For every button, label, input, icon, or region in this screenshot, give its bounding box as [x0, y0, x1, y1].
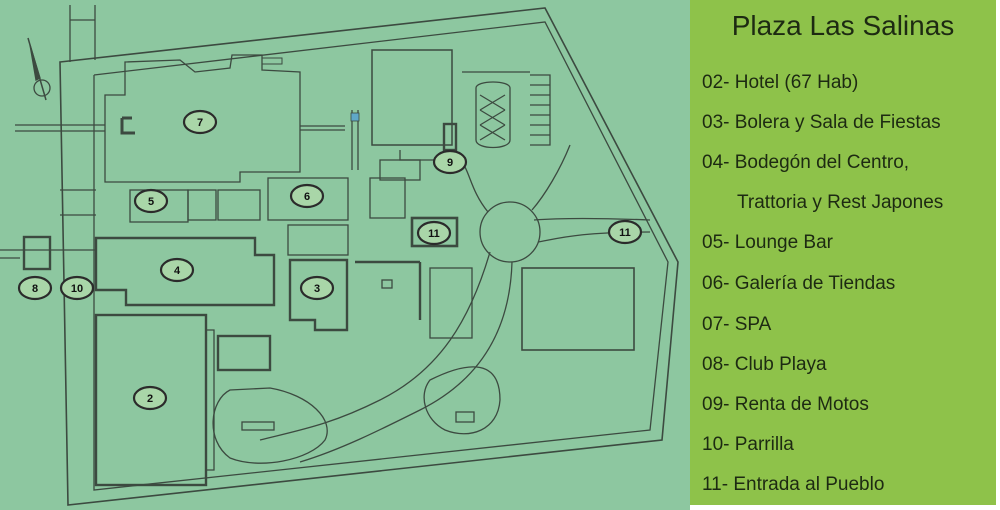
marker-6-label: 6	[304, 191, 310, 203]
marker-11-entrance-label: 11	[428, 228, 440, 240]
marker-11-road[interactable]: 11	[607, 219, 643, 245]
marker-7-label: 7	[197, 117, 203, 129]
legend-item-motos: 09- Renta de Motos	[702, 394, 869, 415]
building-bodegon	[94, 236, 276, 307]
marker-8[interactable]: 8	[17, 275, 53, 301]
legend-item-club-playa: 08- Club Playa	[702, 354, 827, 375]
property-boundary	[59, 7, 679, 506]
marker-7[interactable]: 7	[182, 109, 218, 135]
north-arrow-icon	[27, 37, 51, 101]
marker-5[interactable]: 5	[133, 188, 169, 214]
marker-9[interactable]: 9	[432, 149, 468, 175]
marker-6[interactable]: 6	[289, 183, 325, 209]
marker-4-label: 4	[174, 265, 181, 277]
building-bolera	[288, 258, 349, 332]
marker-3-label: 3	[314, 283, 320, 295]
legend-item-galeria: 06- Galería de Tiendas	[702, 273, 896, 294]
marker-3[interactable]: 3	[299, 275, 335, 301]
legend-item-spa: 07- SPA	[702, 314, 772, 335]
marker-8-label: 8	[32, 283, 38, 295]
legend-item-bodegon: 04- Bodegón del Centro,	[702, 152, 910, 173]
legend-item-hotel: 02- Hotel (67 Hab)	[702, 72, 859, 93]
legend-title: Plaza Las Salinas	[731, 10, 955, 41]
legend-item-bodegon-cont: Trattoria y Rest Japones	[737, 192, 944, 213]
legend-item-parrilla: 10- Parrilla	[702, 434, 794, 455]
text-sign	[261, 57, 283, 65]
legend-item-lounge: 05- Lounge Bar	[702, 232, 833, 253]
marker-2-label: 2	[147, 393, 153, 405]
building-small-a	[216, 334, 272, 372]
legend-item-bolera: 03- Bolera y Sala de Fiestas	[702, 112, 941, 133]
building-spa	[104, 54, 301, 183]
building-hotel	[94, 313, 208, 487]
site-plan-map: 7 5 6 9 11 11 4 3	[0, 0, 690, 510]
marker-11-road-label: 11	[619, 227, 631, 239]
building-entrance	[410, 216, 459, 248]
marker-10-label: 10	[71, 283, 83, 295]
marker-11-entrance[interactable]: 11	[416, 220, 452, 246]
legend-item-entrada: 11- Entrada al Pueblo	[702, 474, 885, 495]
legend-panel: Plaza Las Salinas 02- Hotel (67 Hab) 03-…	[690, 0, 996, 505]
building-north	[371, 49, 453, 146]
marker-5-label: 5	[148, 196, 154, 208]
marker-4[interactable]: 4	[159, 257, 195, 283]
marker-2[interactable]: 2	[132, 385, 168, 411]
building-club-playa	[22, 235, 52, 271]
marker-10[interactable]: 10	[59, 275, 95, 301]
marker-9-label: 9	[447, 157, 453, 169]
roundabout	[479, 201, 541, 263]
building-tennis	[521, 267, 635, 351]
